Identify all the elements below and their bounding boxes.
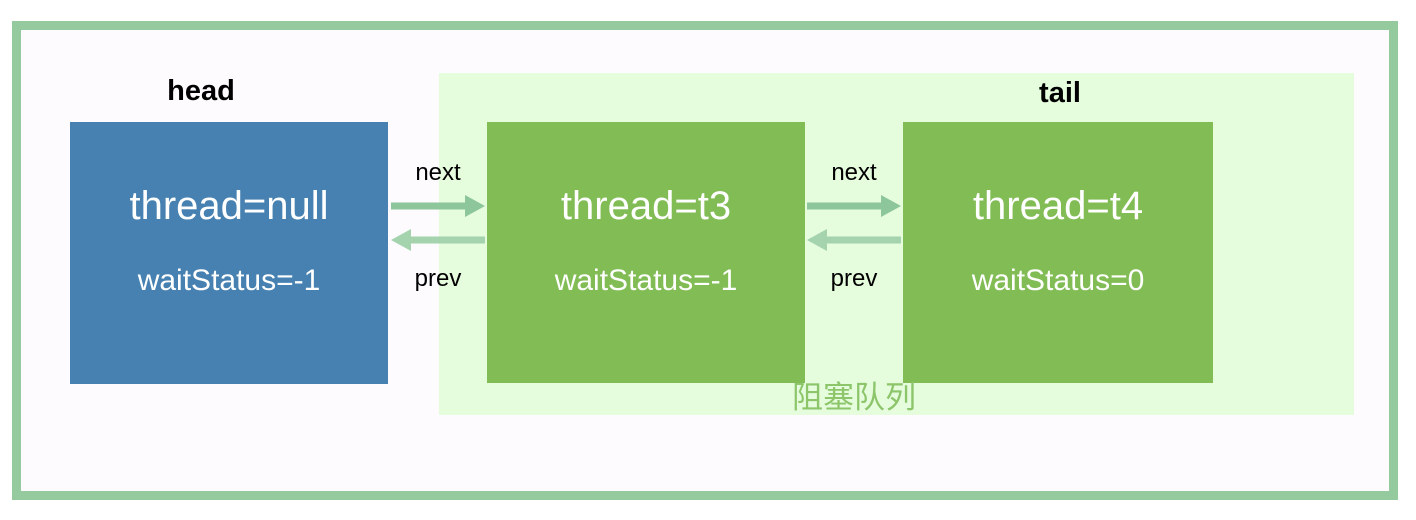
prev-arrow-icon [391,229,485,251]
tail-pointer-label: tail [1039,77,1081,109]
node-t4: thread=t4 waitStatus=0 [903,122,1213,383]
prev-pointer-label: prev [414,265,462,292]
link-head-t3: next prev [389,160,487,292]
next-arrow-icon [807,195,901,217]
node-t4-waitstatus-value: waitStatus=0 [971,264,1145,297]
next-arrow-icon [391,195,485,217]
next-pointer-label: next [831,159,877,186]
prev-arrow-icon [807,229,901,251]
link-t3-t4: next prev [805,160,903,292]
node-head-thread-value: thread=null [129,184,329,228]
next-pointer-label: next [415,159,461,186]
node-head: thread=null waitStatus=-1 [70,122,388,384]
node-t4-thread-value: thread=t4 [972,184,1144,228]
head-pointer-label: head [167,75,235,107]
node-t3-thread-value: thread=t3 [560,184,732,228]
prev-pointer-label: prev [830,265,878,292]
node-t3-waitstatus-value: waitStatus=-1 [554,264,738,297]
node-t3: thread=t3 waitStatus=-1 [487,122,805,383]
node-head-waitstatus-value: waitStatus=-1 [137,264,321,297]
blocking-queue-caption: 阻塞队列 [792,380,916,415]
